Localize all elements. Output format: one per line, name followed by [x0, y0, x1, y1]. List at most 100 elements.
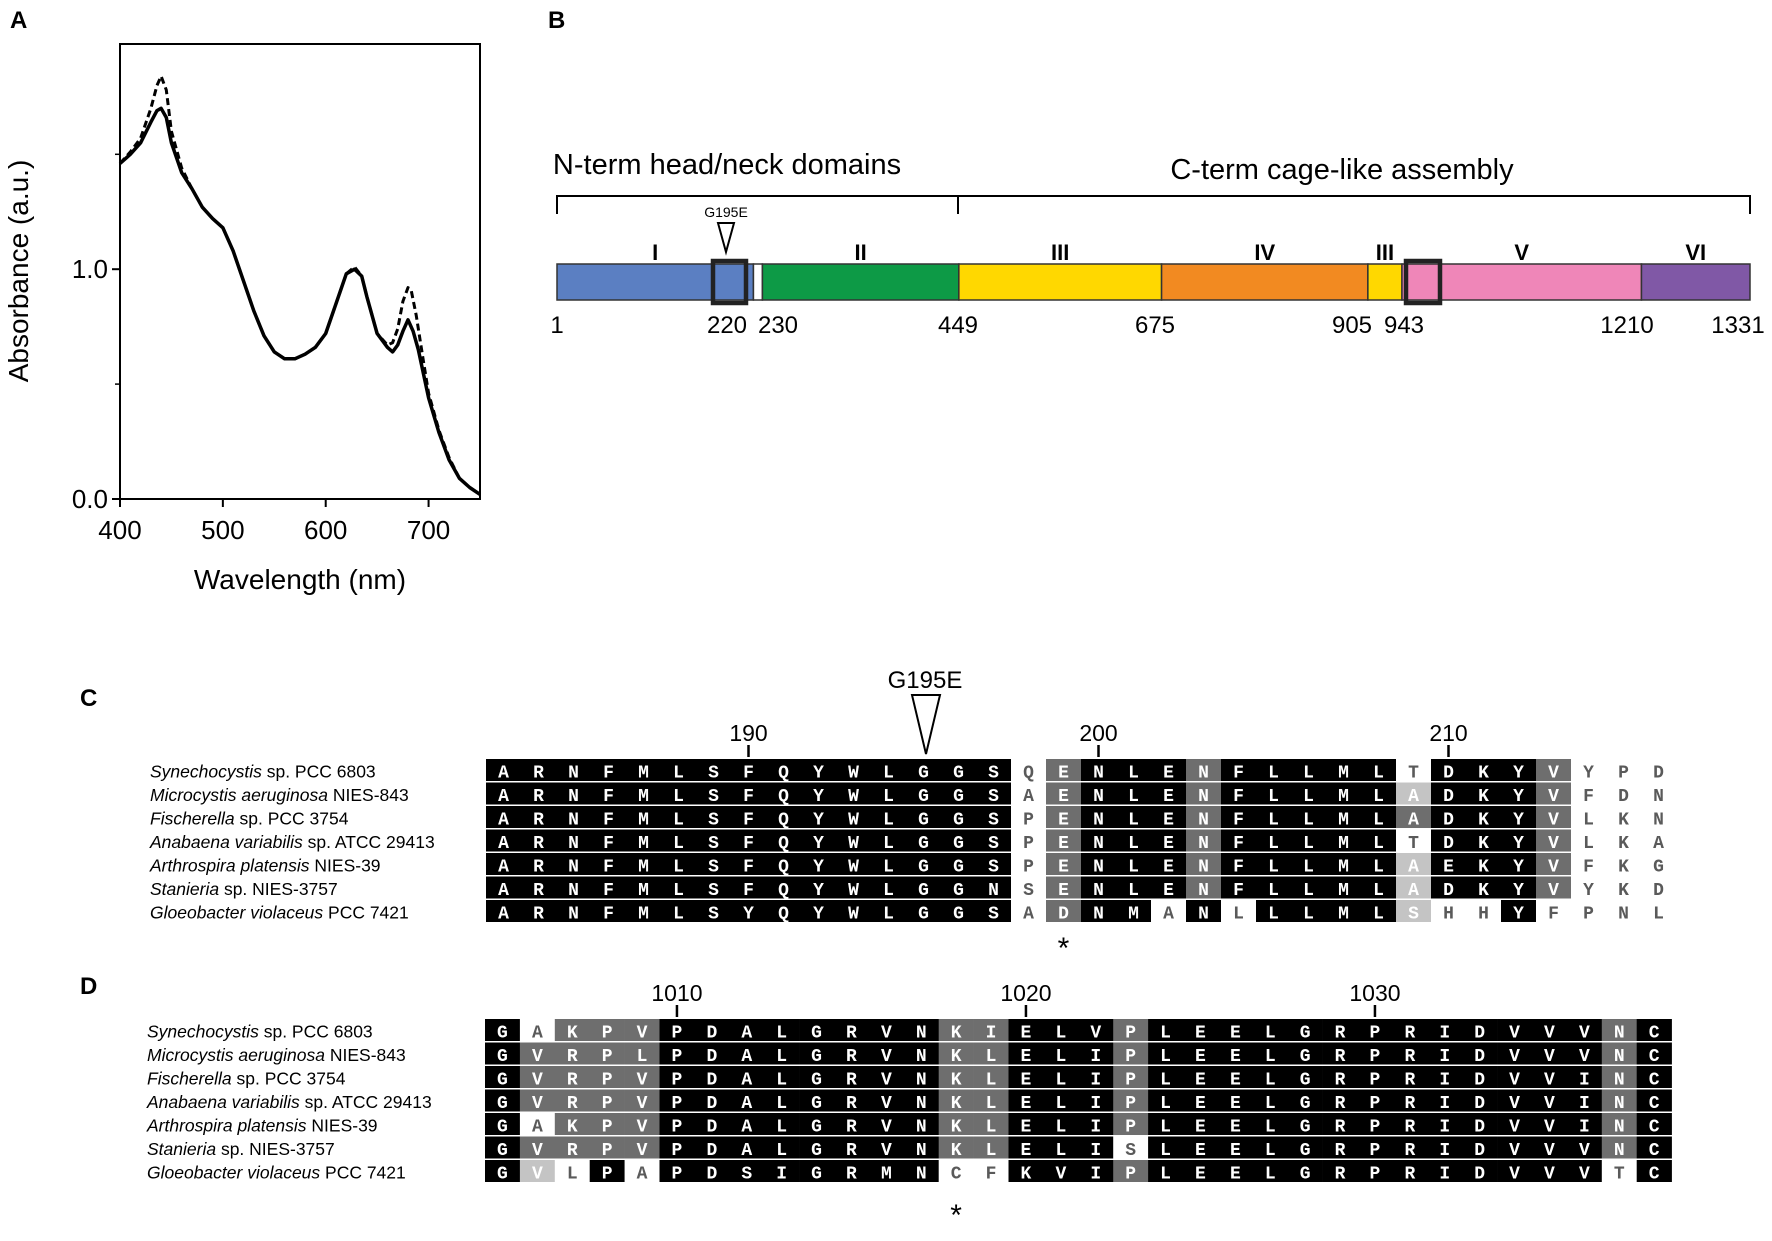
species-genus: Synechocystis: [147, 1022, 259, 1042]
residue-letter: F: [743, 858, 754, 878]
mutation-label: G195E: [888, 667, 963, 694]
species-name: Stanieria sp. NIES-3757: [150, 879, 338, 899]
residue-cell: [799, 1042, 835, 1065]
residue-letter: E: [1163, 764, 1174, 784]
residue-cell: [589, 1019, 625, 1041]
x-axis-label: Wavelength (nm): [194, 564, 406, 595]
residue-letter: Q: [778, 787, 789, 807]
residue-letter: Y: [813, 811, 824, 831]
residue-cell: [868, 1042, 905, 1065]
residue-cell: [591, 829, 627, 852]
residue-letter: K: [1478, 764, 1489, 784]
residue-letter: V: [1548, 764, 1559, 784]
residue-letter: G: [1300, 1165, 1311, 1185]
residue-letter: S: [988, 764, 999, 784]
residue-letter: K: [951, 1118, 962, 1138]
residue-cell: [624, 1113, 660, 1135]
residue-cell: [1151, 829, 1187, 852]
residue-cell: [729, 1089, 765, 1112]
position-label: 230: [758, 312, 798, 339]
residue-letter: L: [776, 1024, 787, 1044]
residue-letter: Y: [1583, 764, 1594, 784]
species-strain: sp. NIES-3757: [216, 1139, 335, 1159]
residue-letter: F: [1233, 881, 1244, 901]
residue-cell: [1501, 759, 1537, 781]
residue-cell: [834, 1160, 870, 1182]
residue-cell: [1326, 900, 1362, 922]
residue-cell: [486, 759, 522, 781]
residue-letter: V: [637, 1024, 648, 1044]
panel-letter-c: C: [80, 685, 97, 712]
residue-letter: D: [706, 1047, 717, 1067]
residue-letter: R: [533, 764, 544, 784]
residue-cell: [1008, 1113, 1044, 1135]
residue-letter: N: [1653, 787, 1664, 807]
residue-cell: [1601, 1089, 1637, 1112]
residue-cell: [554, 1019, 590, 1041]
residue-letter: Y: [1513, 881, 1524, 901]
residue-cell: [973, 1089, 1009, 1112]
residue-cell: [1186, 806, 1222, 828]
residue-cell: [1081, 853, 1117, 875]
residue-letter: E: [1443, 858, 1454, 878]
species-strain: sp. PCC 6803: [259, 1022, 373, 1042]
residue-cell: [1532, 1066, 1568, 1088]
residue-cell: [1566, 1089, 1603, 1112]
residue-letter: R: [846, 1141, 857, 1161]
residue-cell: [1151, 853, 1187, 875]
residue-cell: [766, 876, 802, 899]
residue-letter: A: [1023, 905, 1034, 925]
residue-letter: A: [498, 811, 509, 831]
residue-cell: [1466, 759, 1502, 781]
residue-letter: L: [1268, 858, 1279, 878]
residue-cell: [941, 806, 977, 828]
residue-letter: N: [1198, 787, 1209, 807]
residue-cell: [1011, 782, 1047, 805]
residue-letter: E: [1163, 834, 1174, 854]
residue-cell: [556, 782, 592, 805]
residue-cell: [941, 900, 977, 922]
panel-letter-a: A: [10, 7, 27, 34]
residue-letter: L: [1303, 834, 1314, 854]
residue-cell: [1078, 1113, 1114, 1135]
residue-letter: N: [1198, 764, 1209, 784]
residue-cell: [1113, 1113, 1149, 1135]
residue-cell: [1186, 829, 1222, 852]
residue-letter: L: [776, 1071, 787, 1091]
residue-cell: [519, 1160, 556, 1182]
residue-letter: I: [1439, 1024, 1450, 1044]
residue-letter: S: [708, 881, 719, 901]
residue-letter: L: [1303, 764, 1314, 784]
residue-cell: [1287, 1042, 1323, 1065]
residue-letter: L: [883, 858, 894, 878]
species-strain: NIES-39: [310, 856, 381, 876]
residue-letter: L: [1303, 811, 1314, 831]
residue-letter: L: [1160, 1094, 1171, 1114]
residue-letter: R: [533, 905, 544, 925]
residue-cell: [1427, 1160, 1463, 1182]
residue-cell: [1287, 1089, 1323, 1112]
residue-letter: L: [1583, 834, 1594, 854]
residue-cell: [1183, 1066, 1219, 1088]
residue-letter: K: [951, 1024, 962, 1044]
residue-cell: [1291, 829, 1327, 852]
residue-letter: E: [1163, 787, 1174, 807]
residue-cell: [1043, 1019, 1079, 1041]
residue-letter: I: [986, 1024, 997, 1044]
residue-letter: P: [1370, 1094, 1381, 1114]
residue-letter: S: [1125, 1141, 1136, 1161]
residue-letter: V: [532, 1047, 543, 1067]
residue-cell: [976, 829, 1012, 852]
residue-cell: [591, 853, 627, 875]
residue-cell: [1392, 1042, 1428, 1065]
residue-letter: N: [1614, 1047, 1625, 1067]
residue-letter: L: [1268, 905, 1279, 925]
residue-letter: R: [1404, 1165, 1415, 1185]
residue-letter: L: [1055, 1094, 1066, 1114]
residue-letter: N: [916, 1141, 927, 1161]
residue-cell: [1601, 1019, 1637, 1041]
domain-label: IV: [1254, 240, 1275, 265]
residue-letter: Y: [813, 764, 824, 784]
